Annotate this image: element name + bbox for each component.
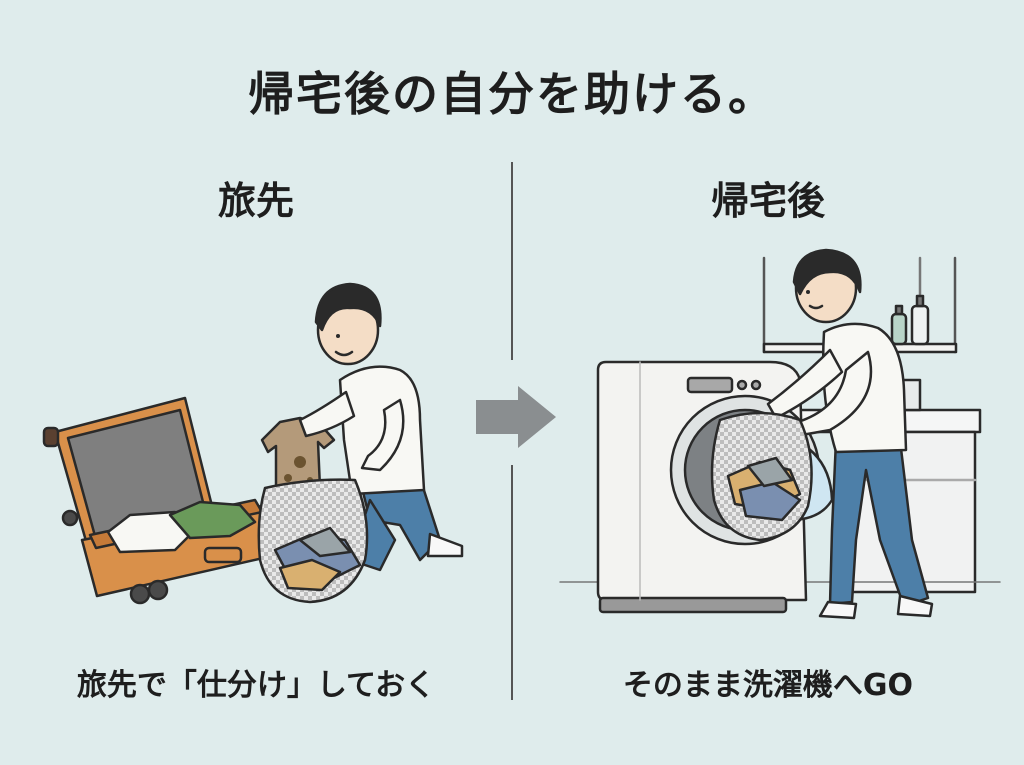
left-illustration xyxy=(42,282,464,605)
right-illustration xyxy=(559,248,1001,620)
right-panel-caption: そのまま洗濯機へGO xyxy=(622,668,914,703)
right-panel-heading: 帰宅後 xyxy=(710,179,825,223)
left-panel-caption: 旅先で「仕分け」しておく xyxy=(76,668,436,703)
suitcase-icon xyxy=(42,396,274,605)
mesh-laundry-bag-icon xyxy=(257,478,369,604)
right-arrow-icon xyxy=(476,386,556,448)
person-right xyxy=(766,248,934,620)
mesh-laundry-bag-icon-right xyxy=(710,411,813,542)
page-title: 帰宅後の自分を助ける。 xyxy=(248,67,776,121)
left-panel-heading: 旅先 xyxy=(217,179,294,223)
